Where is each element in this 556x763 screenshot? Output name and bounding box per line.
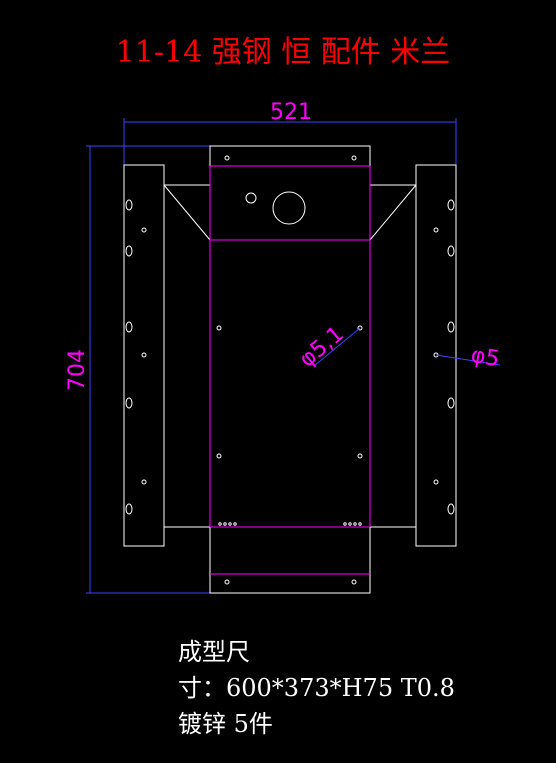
hole-callout-large: φ5,1 [295, 322, 349, 373]
note-line-2: 寸：600*373*H75 T0.8 [178, 674, 455, 702]
note-line-1: 成型尺 [178, 638, 250, 666]
mounting-holes [125, 155, 455, 585]
hole-callout-small: φ5 [469, 343, 501, 373]
width-dimension: 521 [270, 100, 312, 125]
drawing-title: 11-14 强钢 恒 配件 米兰 [116, 35, 451, 70]
height-dimension: 704 [65, 349, 90, 391]
note-line-3: 镀锌 5件 [178, 710, 273, 738]
part-outline [123, 145, 457, 594]
fold-lines [209, 165, 371, 575]
hole-callout-leaders [313, 327, 501, 367]
dimension-lines [86, 118, 457, 594]
